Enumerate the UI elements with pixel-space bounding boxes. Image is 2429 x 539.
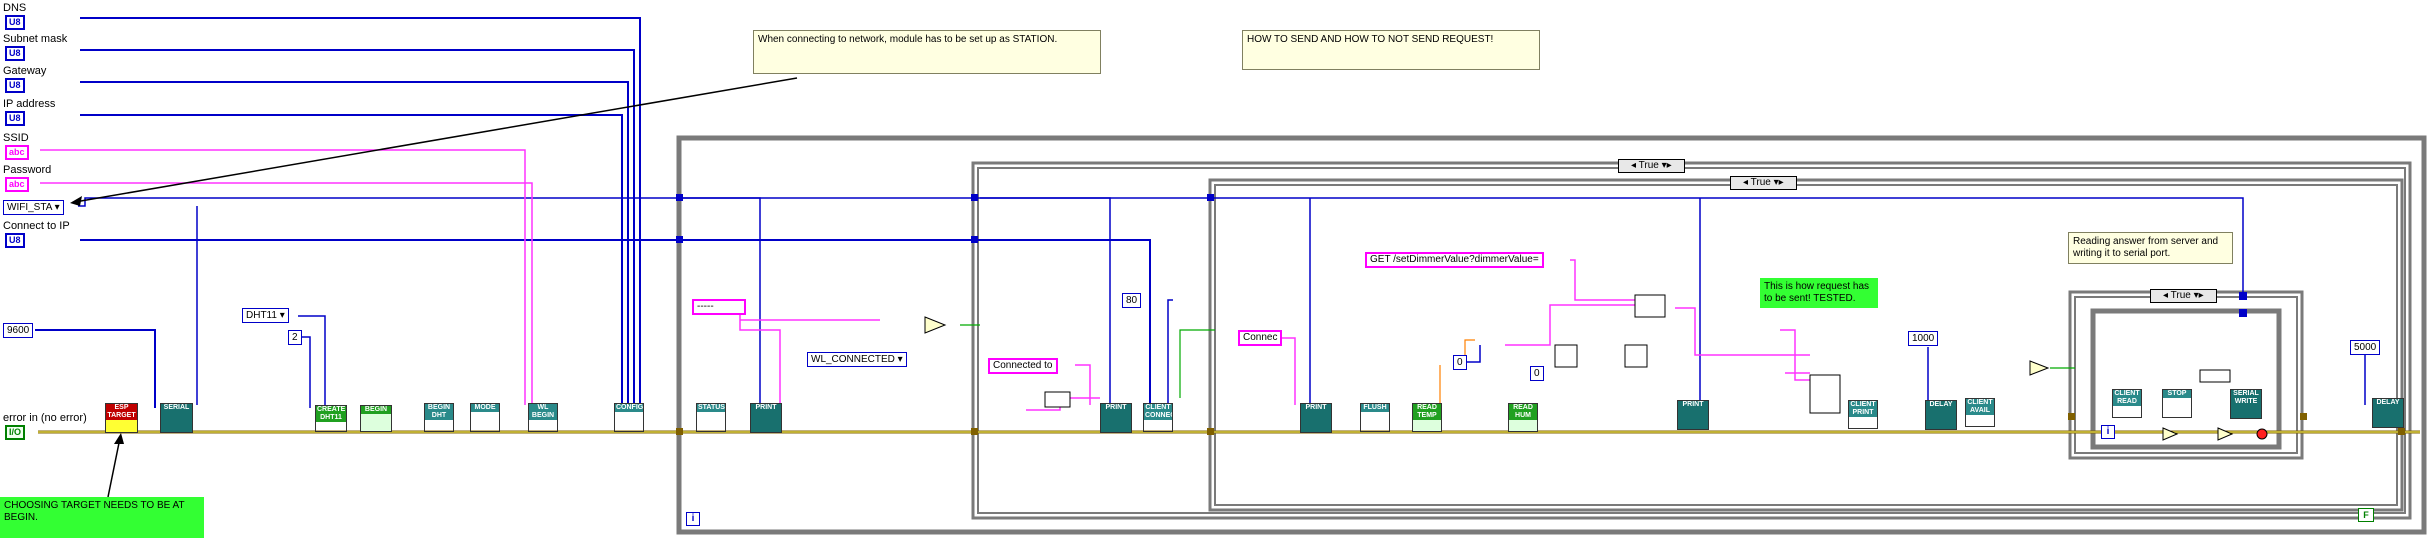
- wl-begin-node[interactable]: WL BEGIN: [528, 403, 558, 432]
- outer-case-selector[interactable]: ◂ True ▾▸: [1618, 159, 1685, 173]
- ip-label: IP address: [3, 98, 56, 110]
- dht-type-enum[interactable]: DHT11 ▾: [242, 308, 289, 323]
- while-loop-frame: [676, 135, 2427, 535]
- delay-5000-constant[interactable]: 5000: [2350, 340, 2381, 355]
- print3-node[interactable]: PRINT: [1300, 403, 1332, 433]
- loop-iteration-terminal: i: [686, 512, 700, 526]
- ssid-control[interactable]: abc: [5, 145, 29, 160]
- baud-constant[interactable]: 9600: [3, 323, 34, 338]
- error-in-control[interactable]: I/O: [5, 425, 26, 440]
- read-temp-node[interactable]: READ TEMP: [1412, 403, 1442, 432]
- inner-case-selector[interactable]: ◂ True ▾▸: [1730, 176, 1797, 190]
- get-request-constant[interactable]: GET /setDimmerValue?dimmerValue=: [1365, 252, 1544, 268]
- client-avail-node[interactable]: CLIENT AVAIL: [1965, 398, 1995, 427]
- delay2-node[interactable]: DELAY: [2372, 398, 2404, 428]
- subnet-label: Subnet mask: [3, 33, 68, 45]
- ip-control[interactable]: U8: [5, 111, 25, 126]
- print4-node[interactable]: PRINT: [1677, 400, 1709, 430]
- dht-pin-constant[interactable]: 2: [288, 330, 302, 345]
- client-read-node[interactable]: CLIENT READ: [2112, 389, 2142, 418]
- howto-note: HOW TO SEND AND HOW TO NOT SEND REQUEST!: [1242, 30, 1540, 70]
- begin-dht-node[interactable]: BEGIN DHT: [424, 403, 454, 432]
- print1-node[interactable]: PRINT: [750, 403, 782, 433]
- status-node[interactable]: STATUS: [696, 403, 726, 432]
- gateway-control[interactable]: U8: [5, 78, 25, 93]
- loop-stop-terminal[interactable]: F: [2358, 508, 2374, 522]
- client-print-node[interactable]: CLIENT PRINT: [1848, 400, 1878, 429]
- connected-to-constant[interactable]: Connected to: [988, 358, 1058, 374]
- zero-a-constant[interactable]: 0: [1453, 355, 1467, 370]
- read-hum-node[interactable]: READ HUM: [1508, 403, 1538, 432]
- client-stop-node[interactable]: STOP: [2162, 389, 2192, 418]
- create-dht-node[interactable]: CREATE DHT11: [315, 405, 347, 432]
- case-outer-frame: [971, 161, 2412, 520]
- read-case-selector[interactable]: ◂ True ▾▸: [2150, 289, 2217, 303]
- delay1-node[interactable]: DELAY: [1925, 400, 1957, 430]
- flush-node[interactable]: FLUSH: [1360, 403, 1390, 432]
- serial-write-node[interactable]: SERIAL WRITE: [2230, 389, 2262, 419]
- case-inner-frame: [1208, 178, 2404, 512]
- mode-node[interactable]: MODE: [470, 403, 500, 432]
- station-note: When connecting to network, module has t…: [753, 30, 1101, 74]
- connect-label: Connect to IP: [3, 220, 70, 232]
- config-node[interactable]: CONFIG: [614, 403, 644, 432]
- inner-loop-iteration-terminal: i: [2101, 425, 2115, 439]
- error-in-label: error in (no error): [3, 412, 87, 424]
- password-label: Password: [3, 164, 52, 176]
- connec-constant[interactable]: Connec: [1238, 330, 1283, 346]
- dashes-constant[interactable]: -----: [692, 299, 746, 315]
- delay-1000-constant[interactable]: 1000: [1908, 331, 1939, 346]
- target-note: CHOOSING TARGET NEEDS TO BE AT BEGIN.: [0, 497, 204, 538]
- reading-note: Reading answer from server and writing i…: [2068, 232, 2233, 264]
- inner-while-frame: [2090, 308, 2282, 450]
- dns-control[interactable]: U8: [5, 15, 25, 30]
- gateway-label: Gateway: [3, 65, 47, 77]
- password-control[interactable]: abc: [5, 177, 29, 192]
- client-connect-node[interactable]: CLIENT CONNECT: [1143, 403, 1173, 432]
- subnet-control[interactable]: U8: [5, 46, 25, 61]
- wl-connected-enum[interactable]: WL_CONNECTED ▾: [807, 352, 907, 367]
- port-constant[interactable]: 80: [1122, 293, 1142, 308]
- ssid-label: SSID: [3, 132, 29, 144]
- zero-b-constant[interactable]: 0: [1530, 366, 1544, 381]
- esp-target-node[interactable]: ESP TARGET: [105, 403, 138, 433]
- tested-note: This is how request has to be sent! TEST…: [1760, 278, 1878, 308]
- wifi-mode-enum[interactable]: WIFI_STA ▾: [3, 200, 64, 215]
- print2-node[interactable]: PRINT: [1100, 403, 1132, 433]
- connect-control[interactable]: U8: [5, 233, 25, 248]
- dns-label: DNS: [3, 2, 27, 14]
- serial-node[interactable]: SERIAL: [160, 403, 193, 433]
- begin-node[interactable]: BEGIN: [360, 405, 392, 432]
